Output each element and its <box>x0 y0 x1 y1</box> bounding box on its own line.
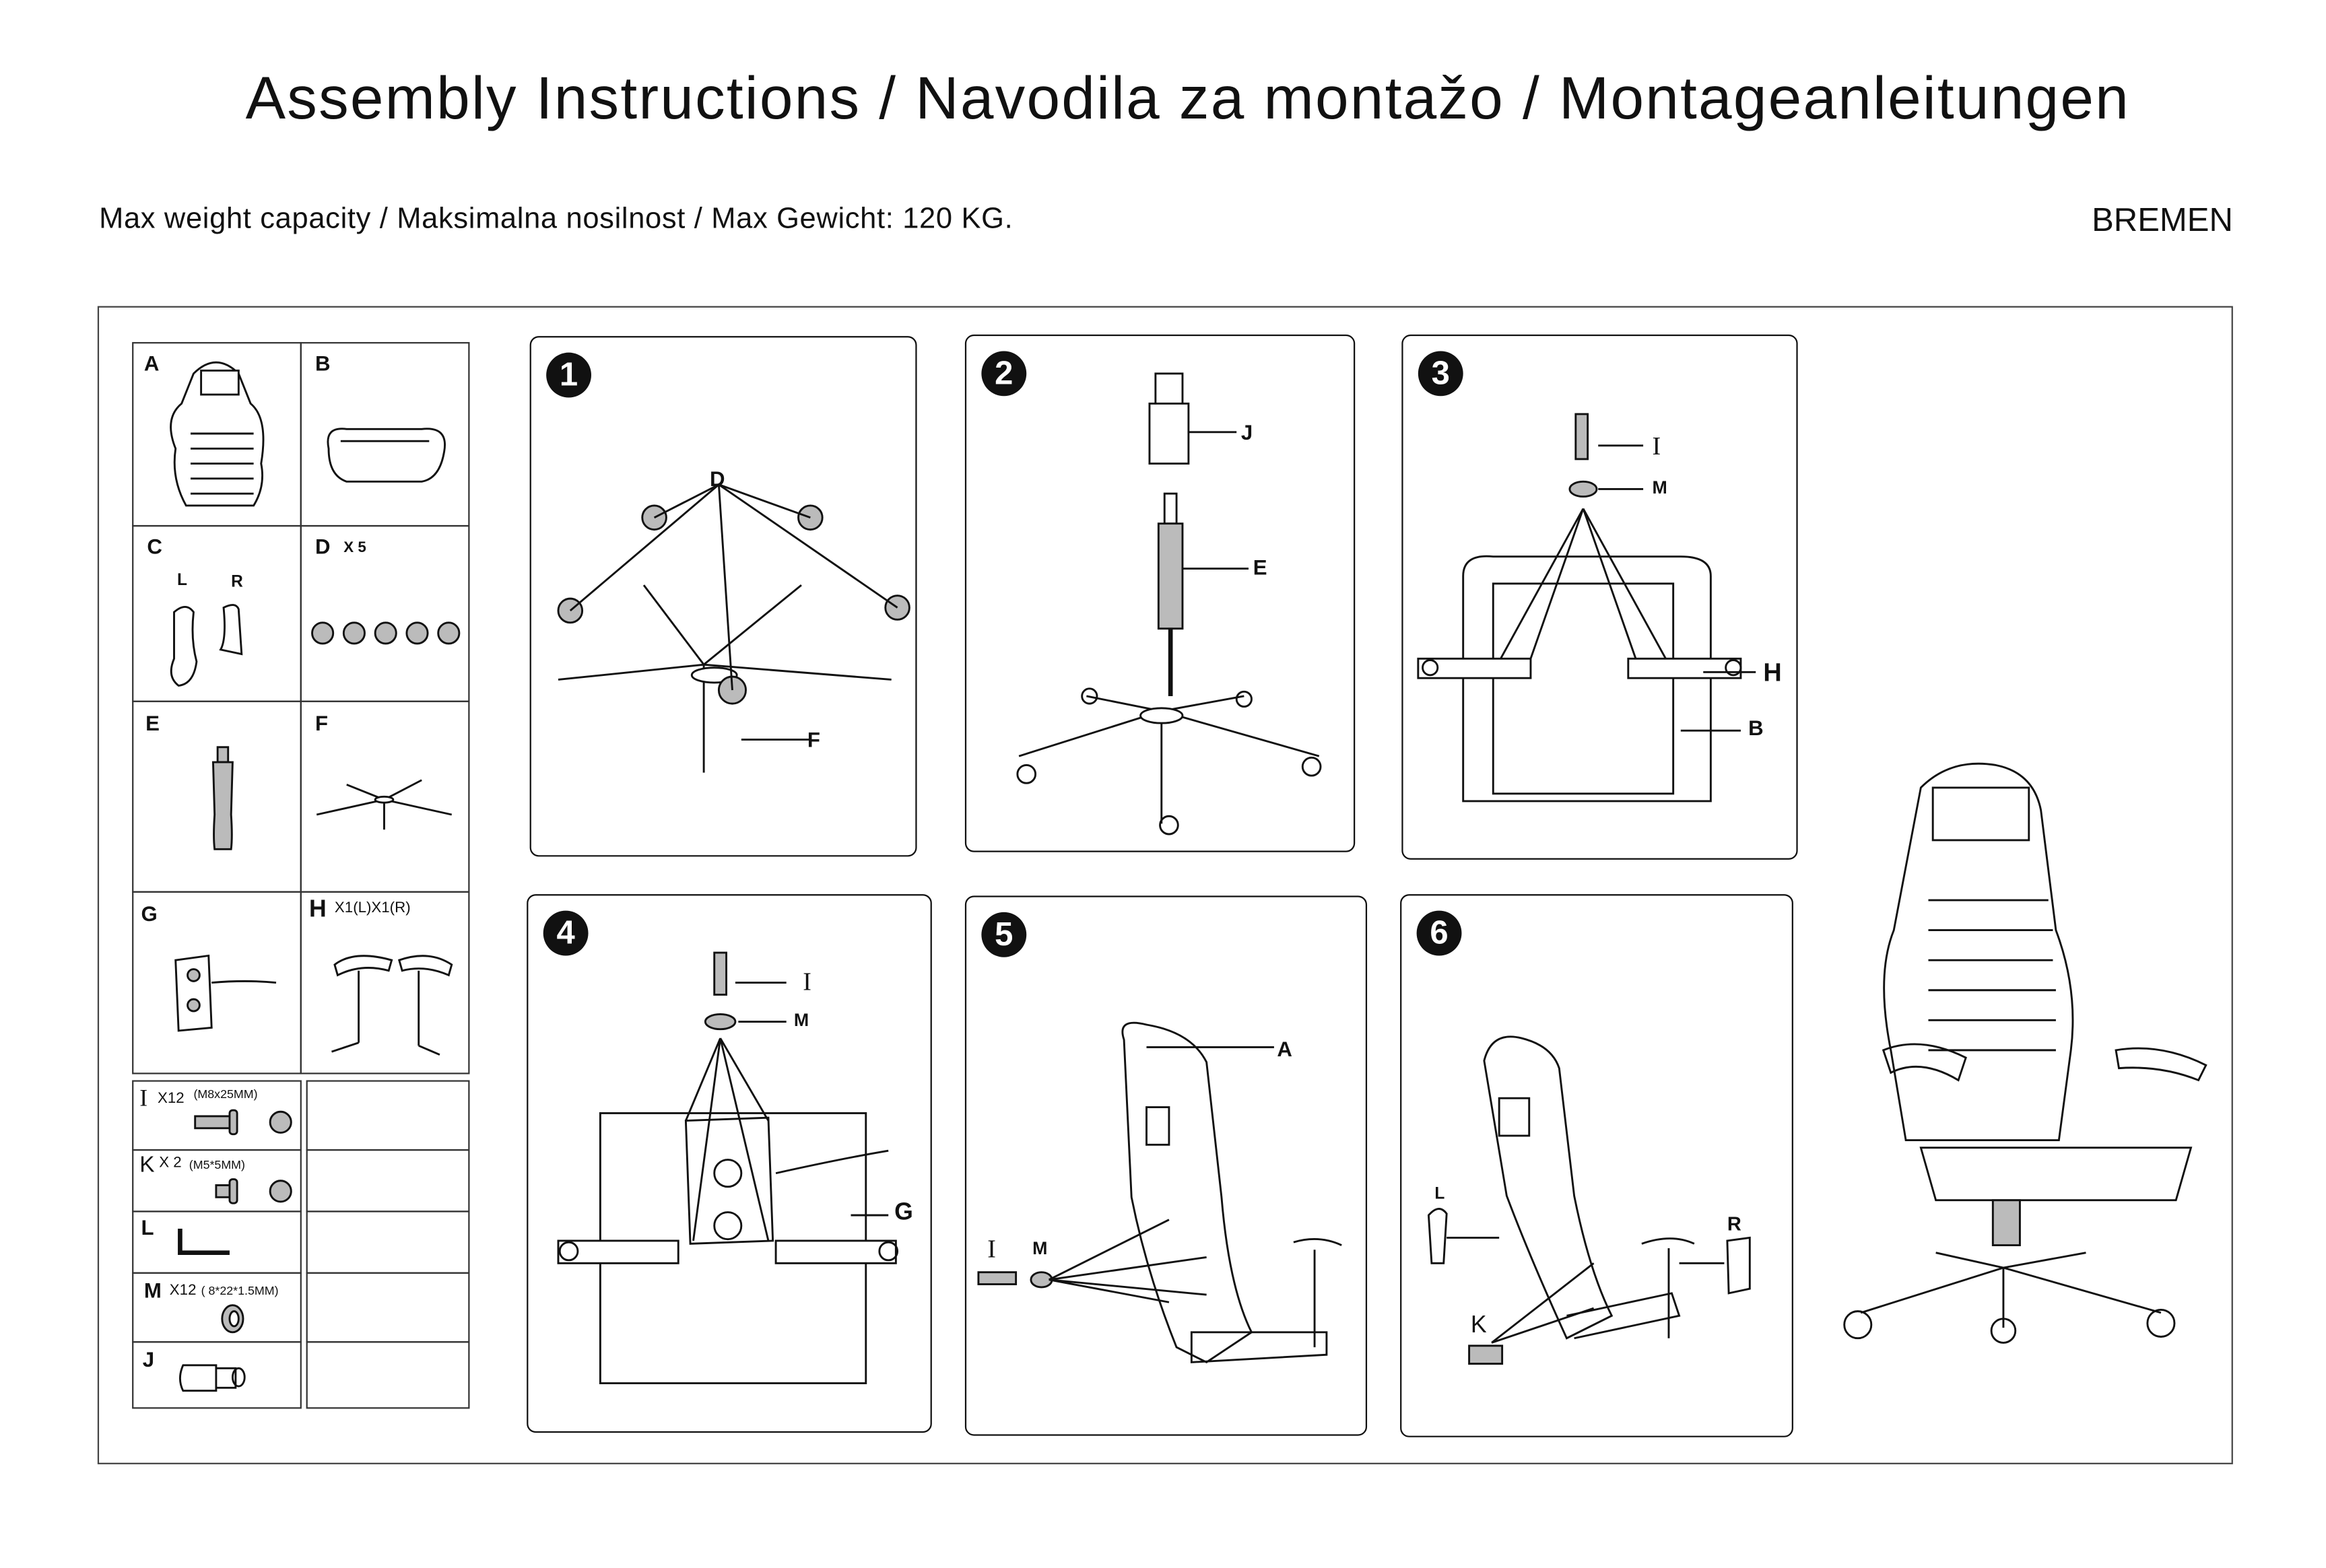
callout-a: A <box>1277 1036 1292 1061</box>
side-cover-icon <box>170 604 243 687</box>
callout-i: I <box>803 967 811 996</box>
instructions-frame <box>97 306 2233 1464</box>
callout-f: F <box>807 727 820 752</box>
seat-icon <box>327 428 446 483</box>
step-5-diagram <box>977 1021 1342 1364</box>
callout-l: L <box>1434 1185 1445 1204</box>
part-label: C <box>147 534 162 558</box>
step-4-panel: 4 I M G <box>527 894 932 1433</box>
part-m: M X12 ( 8*22*1.5MM) <box>132 1272 302 1343</box>
step-2-diagram <box>1016 372 1322 836</box>
step-6-panel: 6 L R K <box>1400 894 1793 1437</box>
step-1-panel: 1 D F <box>529 336 917 857</box>
part-label: L <box>141 1215 154 1239</box>
model-name: BREMEN <box>2092 201 2233 239</box>
step-2-panel: 2 J E <box>964 334 1356 852</box>
empty-cell <box>306 1341 470 1409</box>
size-spec: (M5*5MM) <box>189 1158 245 1172</box>
gas-lift-icon <box>211 746 234 850</box>
part-k: K X 2 (M5*5MM) <box>132 1149 302 1213</box>
step-6-diagram <box>1427 1035 1751 1365</box>
callout-b: B <box>1748 715 1764 740</box>
callout-j: J <box>1240 419 1253 444</box>
step-number: 3 <box>1418 351 1463 397</box>
part-label: A <box>143 351 160 376</box>
step-number: 5 <box>981 912 1027 957</box>
armrests-icon <box>331 955 453 1056</box>
step-number: 6 <box>1416 910 1462 956</box>
size-spec: (M8x25MM) <box>193 1087 258 1101</box>
washer-icon <box>221 1304 244 1334</box>
quantity: X1(L)X1(R) <box>334 900 411 917</box>
callout-m: M <box>793 1009 809 1031</box>
part-label: D <box>314 534 331 558</box>
backrest-icon <box>170 361 265 507</box>
chair-base-icon <box>316 779 453 830</box>
page-title: Assembly Instructions / Navodila za mont… <box>245 66 2130 133</box>
part-label: E <box>145 711 160 735</box>
step-3-diagram <box>1417 413 1756 803</box>
step-number: 4 <box>543 910 589 956</box>
gas-lift-cover-icon <box>178 1364 246 1392</box>
callout-i: I <box>1652 432 1661 461</box>
part-d: D X 5 <box>300 524 470 702</box>
step-number: 1 <box>546 352 591 398</box>
callout-m: M <box>1652 477 1667 498</box>
callout-e: E <box>1253 555 1267 580</box>
part-label: F <box>314 711 329 735</box>
callout-i: I <box>987 1234 996 1264</box>
quantity: X 2 <box>159 1155 182 1172</box>
step-4-diagram <box>557 951 899 1385</box>
part-label: H <box>309 897 327 923</box>
caster-wheels-icon <box>311 621 461 645</box>
callout-r: R <box>1727 1212 1741 1235</box>
callout-g: G <box>894 1200 913 1226</box>
step-1-diagram <box>557 483 910 773</box>
part-label: J <box>142 1347 155 1371</box>
part-j: J <box>132 1341 302 1409</box>
part-label: B <box>314 351 331 376</box>
bolt-m5-icon <box>215 1178 292 1204</box>
step-5-panel: 5 A I M <box>964 895 1368 1436</box>
bolt-m8-icon <box>194 1109 292 1136</box>
step-number: 2 <box>981 351 1027 397</box>
part-label: M <box>143 1278 162 1303</box>
quantity: X 5 <box>343 540 366 557</box>
quantity: X12 <box>169 1283 197 1299</box>
part-label: I <box>139 1086 148 1112</box>
left-label: L <box>176 572 187 590</box>
part-label: K <box>139 1152 155 1178</box>
size-spec: ( 8*22*1.5MM) <box>201 1284 279 1298</box>
step-3-panel: 3 I M H B <box>1401 334 1798 860</box>
part-label: G <box>141 901 158 926</box>
allen-key-icon <box>178 1229 230 1256</box>
tilt-mechanism-icon <box>174 954 277 1032</box>
right-label: R <box>231 573 243 591</box>
callout-h: H <box>1763 658 1782 687</box>
quantity: X12 <box>157 1091 185 1107</box>
weight-capacity: Max weight capacity / Maksimalna nosilno… <box>99 202 1014 236</box>
callout-k: K <box>1470 1312 1487 1338</box>
part-h: H X1(L)X1(R) <box>300 891 470 1075</box>
callout-m: M <box>1032 1237 1048 1259</box>
